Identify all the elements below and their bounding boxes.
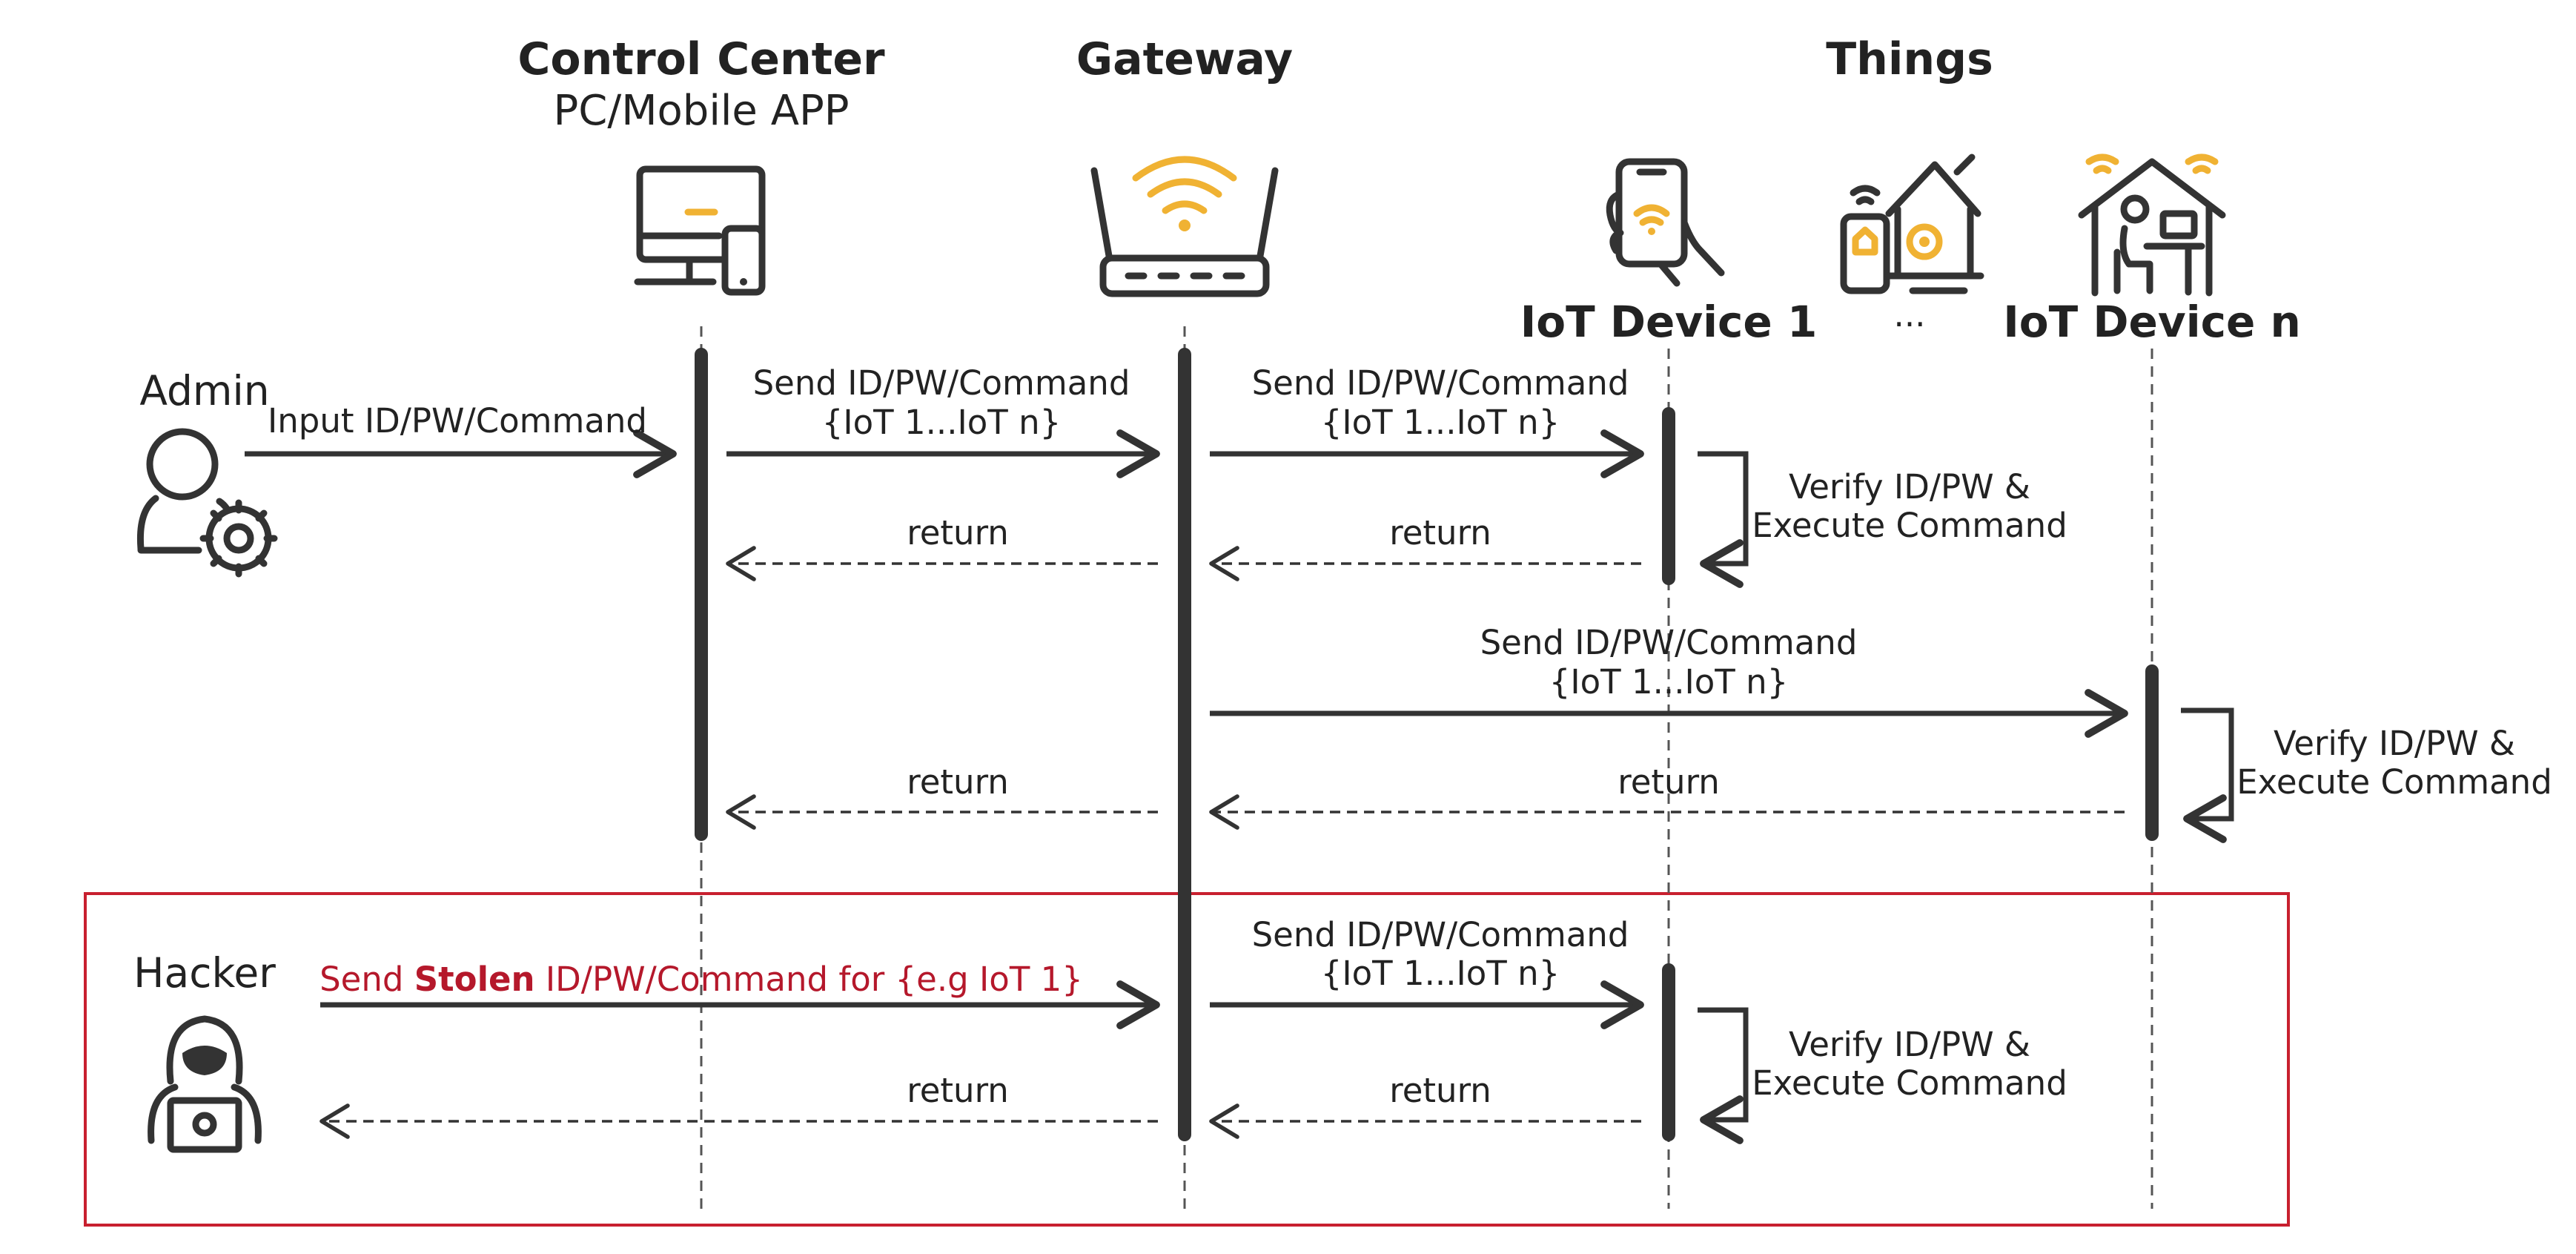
control-center-subtitle: PC/Mobile APP [553,87,849,135]
verify-label-device1-b-1: Verify ID/PW & [1789,1025,2030,1064]
verify-label-device1-a-2: Execute Command [1752,506,2067,545]
send-label-gateway-device1-hacker-1: Send ID/PW/Command [1252,915,1629,954]
admin-user-icon [136,428,278,578]
send-label-gateway-device-n-2: {IoT 1...IoT n} [1549,662,1789,702]
send-label-gateway-device1-1: Send ID/PW/Command [1252,363,1629,403]
hacker-send-label: Send Stolen ID/PW/Command for {e.g IoT 1… [319,960,1083,999]
admin-label: Admin [139,367,269,415]
return-label-device1-gateway: return [1389,513,1491,552]
admin-input-label: Input ID/PW/Command [268,401,647,440]
home-office-icon [2078,154,2226,297]
self-loop-device1-a [1698,451,1749,588]
send-label-control-gateway-1: Send ID/PW/Command [753,363,1130,403]
verify-label-device1-a-1: Verify ID/PW & [1789,467,2030,506]
return-label-device1-gateway-hacker: return [1389,1071,1491,1110]
return-label-gateway-control-2: return [907,762,1009,802]
phone-in-hand-icon [1606,158,1725,287]
hacker-label: Hacker [133,949,276,997]
things-title: Things [1826,33,1993,85]
send-label-gateway-device1-2: {IoT 1...IoT n} [1321,403,1560,442]
verify-label-device-n-1: Verify ID/PW & [2274,724,2515,763]
self-loop-device-n [2181,707,2234,843]
send-label-gateway-device1-hacker-2: {IoT 1...IoT n} [1321,954,1560,993]
self-loop-device1-b [1698,1007,1749,1144]
router-icon [1090,156,1279,297]
control-center-title: Control Center [517,33,885,85]
smart-home-icon [1840,154,1984,294]
hacker-send-prefix: Send [319,960,414,999]
return-label-gateway-hacker: return [907,1071,1009,1110]
gateway-title: Gateway [1076,33,1293,85]
hacker-send-suffix: ID/PW/Command for {e.g IoT 1} [535,960,1083,999]
hacker-send-stolen: Stolen [414,960,535,999]
monitor-phone-icon [634,165,766,296]
iot-device-n-label: IoT Device n [2003,297,2301,347]
send-label-control-gateway-2: {IoT 1...IoT n} [822,403,1062,442]
return-label-device-n-gateway: return [1618,762,1720,802]
verify-label-device-n-2: Execute Command [2236,762,2552,802]
return-label-gateway-control-1: return [907,513,1009,552]
hacker-icon [148,1015,262,1153]
verify-label-device1-b-2: Execute Command [1752,1063,2067,1103]
iot-device-1-label: IoT Device 1 [1520,297,1818,347]
send-label-gateway-device-n-1: Send ID/PW/Command [1480,623,1858,662]
ellipsis-label: ... [1894,295,1926,334]
